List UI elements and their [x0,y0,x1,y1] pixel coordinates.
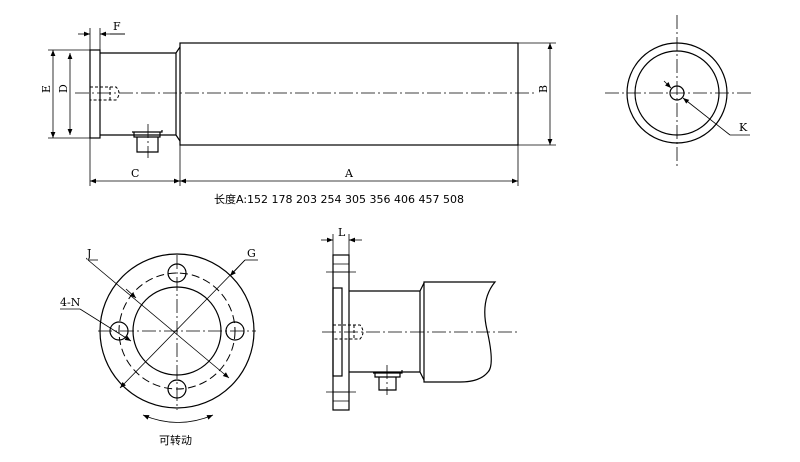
label-J: J [86,247,91,260]
rotatable-note: 可转动 [159,433,192,447]
label-4-N: 4-N [60,296,81,309]
side-view: F E D B C A 长度A:152 178 203 254 305 356 … [40,20,556,206]
label-L: L [338,226,346,239]
label-B: B [537,85,550,93]
label-K: K [739,121,748,134]
label-G: G [247,247,256,260]
length-note: 长度A:152 178 203 254 305 356 406 457 508 [214,192,464,206]
end-view: K [605,15,752,168]
flange-side-view: L [321,226,520,411]
label-F: F [113,20,121,33]
flange-front-view: J G 4-N 可转动 [60,247,258,447]
label-E: E [40,85,53,93]
label-D: D [57,84,70,93]
label-C: C [131,167,139,180]
label-A: A [344,167,354,180]
